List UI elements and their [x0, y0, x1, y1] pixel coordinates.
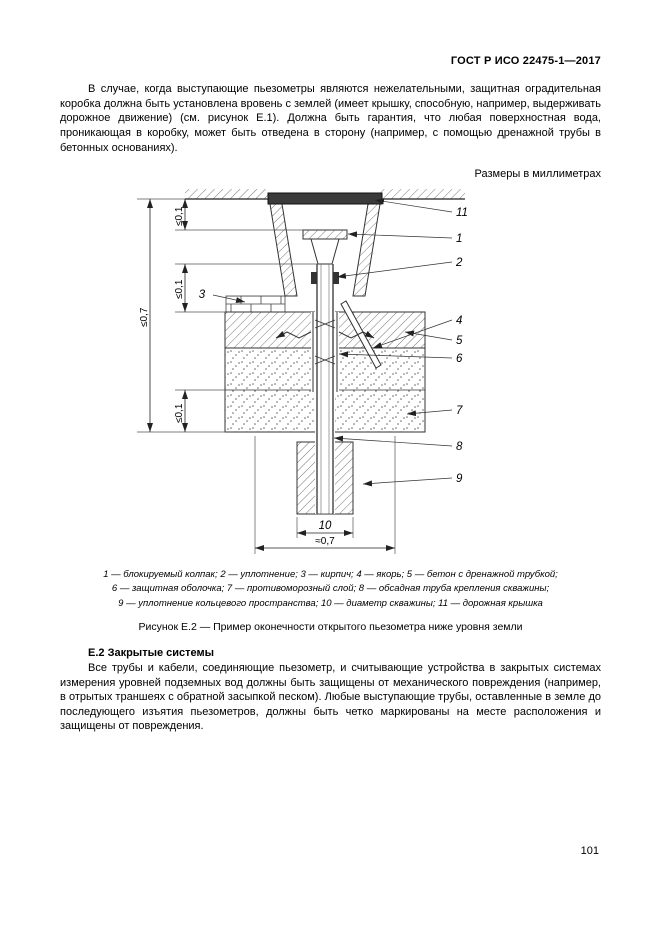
seal-left: [311, 272, 317, 285]
pipe-outer-walls: [316, 264, 334, 515]
leader-7: [406, 409, 453, 417]
callout-4: 4: [456, 315, 462, 327]
cap-stem: [310, 238, 340, 265]
dim-label-07-vertical: ≤0,7: [139, 307, 150, 327]
drainage-arrow-right: [338, 331, 375, 339]
callout-3: 3: [199, 289, 206, 301]
intro-paragraph: В случае, когда выступающие пьезометры я…: [60, 83, 601, 154]
callout-9: 9: [456, 473, 463, 485]
seal-right: [333, 272, 339, 285]
section-paragraph: Все трубы и кабели, соединяющие пьезомет…: [60, 661, 601, 733]
seal: [311, 272, 339, 285]
leader-3: [212, 294, 246, 304]
callout-2: 2: [455, 257, 463, 269]
dim-label-01-mid: ≤0,1: [174, 279, 185, 299]
piezometer-cross-section: ≤0,1 ≤0,1 ≤0,1 ≤0,7 10 ≈0,7: [137, 189, 468, 555]
road-cover: [267, 192, 383, 205]
cap-plate: [302, 229, 348, 240]
dimension-lines: [147, 199, 395, 552]
callout-6: 6: [456, 353, 463, 365]
drainage-arrow-left: [275, 331, 312, 339]
anchor-bar: [340, 300, 382, 369]
pipe-joint-marks: [314, 319, 336, 365]
callout-11: 11: [456, 207, 468, 219]
leader-1: [347, 231, 453, 239]
doc-header-title: ГОСТ Р ИСО 22475-1—2017: [450, 55, 601, 67]
callout-10: 10: [319, 520, 332, 532]
dim-label-07-width: ≈0,7: [315, 536, 335, 547]
section-heading: Е.2 Закрытые системы: [88, 646, 215, 659]
protective-sheath: [312, 312, 338, 393]
legend-line-1: 1 — блокируемый колпак; 2 — уплотнение; …: [103, 569, 558, 581]
drainage-arrows: [275, 331, 375, 339]
callout-leaders: [212, 198, 453, 487]
figure-e2-diagram: ≤0,1 ≤0,1 ≤0,1 ≤0,7 10 ≈0,7: [75, 184, 601, 562]
units-note: Размеры в миллиметрах: [474, 168, 601, 181]
pipe-inner-walls: [320, 264, 330, 515]
leader-2: [336, 261, 453, 279]
ground-hatch-left: [185, 189, 270, 200]
standpipe: [314, 264, 336, 515]
ground-hatch-right: [380, 189, 465, 200]
leader-9: [362, 477, 453, 487]
callout-1: 1: [456, 233, 462, 245]
box-wall-right: [352, 203, 381, 297]
callout-8: 8: [456, 441, 463, 453]
figure-caption: Рисунок Е.2 — Пример оконечности открыто…: [138, 620, 523, 633]
legend-line-2: 6 — защитная оболочка; 7 — противоморозн…: [111, 583, 550, 595]
dim-label-01-top: ≤0,1: [174, 206, 185, 226]
leader-5: [404, 330, 453, 341]
page-number: 101: [580, 845, 599, 857]
sheath-channel: [311, 312, 339, 393]
box-wall-left: [269, 203, 298, 297]
ground-surface: [185, 189, 465, 200]
legend-line-3: 9 — уплотнение кольцевого пространства; …: [118, 597, 543, 609]
leader-6: [338, 351, 453, 359]
leader-11: [374, 198, 453, 213]
lockable-cap: [302, 229, 348, 265]
callout-7: 7: [456, 405, 463, 417]
page-content: В случае, когда выступающие пьезометры я…: [60, 82, 601, 734]
dim-label-01-bottom: ≤0,1: [174, 403, 185, 423]
extension-lines: [137, 198, 396, 555]
leader-8: [333, 435, 453, 447]
figure-legend: 1 — блокируемый колпак; 2 — уплотнение; …: [60, 568, 601, 611]
brick-layer: [225, 295, 286, 313]
callout-5: 5: [456, 335, 463, 347]
